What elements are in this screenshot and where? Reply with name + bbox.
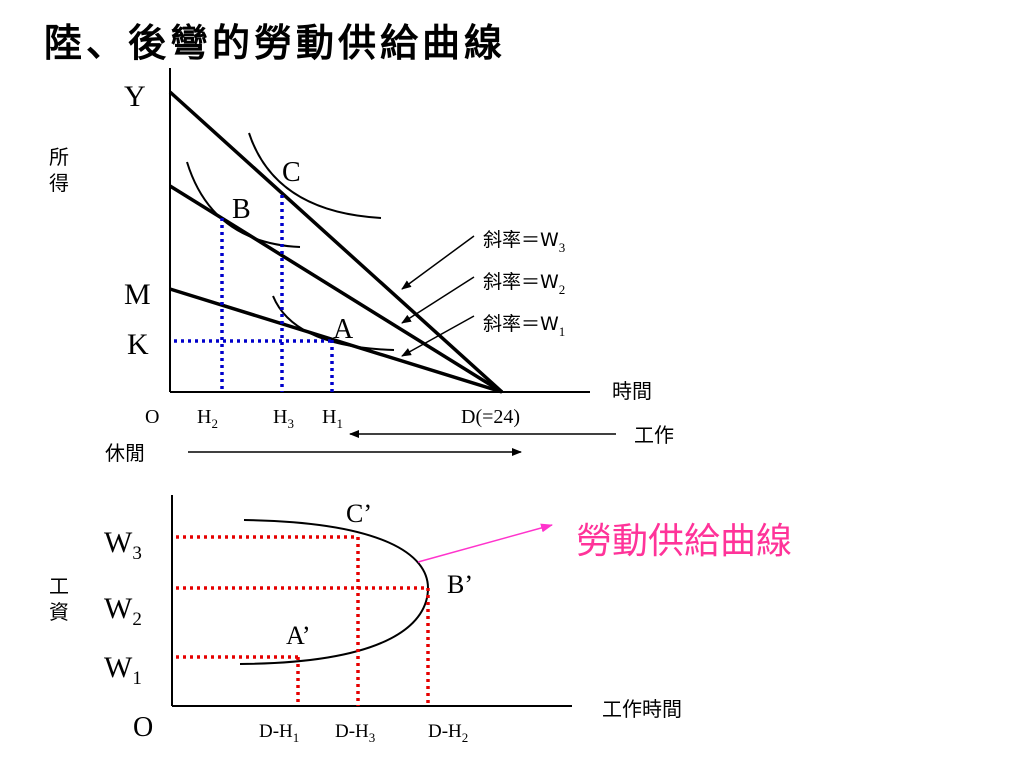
time-label: 時間	[612, 379, 652, 403]
curve-pointer-arrow	[417, 523, 553, 563]
budget-line-w2	[169, 184, 503, 394]
y-label-k: K	[127, 328, 149, 361]
work-time-label: 工作時間	[602, 697, 682, 721]
page-title: 陸、後彎的勞動供給曲線	[44, 21, 507, 65]
indifference-curve-a	[272, 295, 395, 351]
w1-label: W1	[104, 651, 142, 689]
origin-o: O	[133, 712, 153, 743]
tick-h2: H2	[197, 406, 218, 431]
top-diagram: Y M K 所 得 C B A 斜率＝W3 斜率＝W2 斜率＝W1 時間 O H…	[49, 68, 674, 465]
budget-line-w1	[169, 287, 503, 394]
indifference-curve-c	[248, 132, 382, 219]
income-label-2: 得	[49, 171, 69, 195]
tick-d: D(=24)	[461, 406, 520, 428]
bottom-diagram: 工 資 W3 W2 W1 C’ B’ A’ 勞動供給曲線 工作時間 O D-H1…	[49, 495, 792, 745]
slope-arrow-w3	[401, 235, 475, 290]
point-c-prime: C’	[346, 499, 372, 528]
slope-arrow-w2	[401, 276, 475, 324]
labor-supply-curve-label: 勞動供給曲線	[576, 521, 792, 562]
point-b-prime: B’	[447, 570, 473, 599]
slope-label-w2: 斜率＝W2	[483, 271, 565, 297]
tick-h1: H1	[322, 406, 343, 431]
w3-label: W3	[104, 526, 142, 564]
labor-supply-curve	[239, 519, 430, 665]
point-a: A	[333, 314, 354, 345]
tick-h3: H3	[273, 406, 294, 431]
point-c: C	[282, 157, 301, 188]
y-label-y: Y	[124, 80, 146, 113]
slope-label-w1: 斜率＝W1	[483, 313, 565, 339]
tick-o: O	[145, 406, 159, 428]
leisure-label: 休閒	[105, 441, 145, 465]
work-label: 工作	[634, 423, 674, 447]
income-label-1: 所	[49, 145, 69, 169]
wage-label-1: 工	[49, 574, 69, 598]
tick-d-h1: D-H1	[259, 721, 299, 745]
slope-label-w3: 斜率＝W3	[483, 229, 565, 255]
slope-arrow-w1	[401, 315, 475, 357]
point-a-prime: A’	[286, 621, 311, 650]
tick-d-h2: D-H2	[428, 721, 468, 745]
w2-label: W2	[104, 592, 142, 630]
point-b: B	[232, 194, 251, 225]
wage-label-2: 資	[49, 600, 69, 624]
tick-d-h3: D-H3	[335, 721, 375, 745]
budget-line-w3	[168, 90, 504, 394]
y-label-m: M	[124, 278, 151, 311]
